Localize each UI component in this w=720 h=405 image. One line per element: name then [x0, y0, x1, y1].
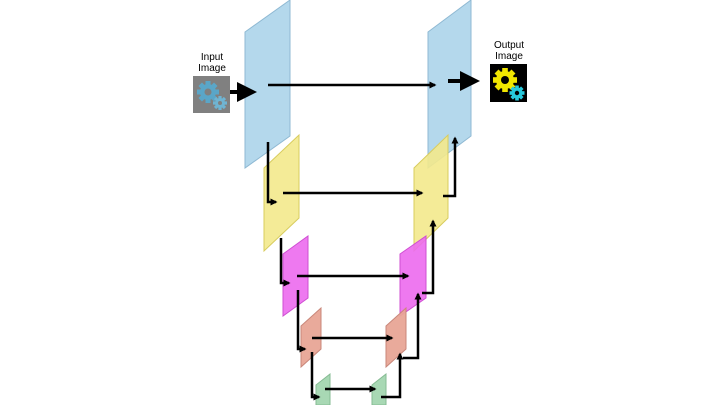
encoder-level1-block	[244, 0, 291, 169]
encoder-level3-block	[282, 235, 309, 317]
output-label-line1: Output	[494, 40, 524, 51]
output-label-line2: Image	[495, 51, 523, 62]
upsample-arrow-2	[403, 292, 422, 360]
upsample-arrow-4	[443, 136, 459, 198]
gear-icon	[493, 68, 525, 101]
upsample-arrow-3	[422, 219, 437, 295]
upsample-arrow-1	[381, 352, 404, 399]
input-label-line2: Image	[198, 63, 226, 74]
downsample-arrow-3	[296, 290, 307, 353]
decoder-level2-block	[413, 133, 449, 253]
decoder-level1-block	[427, 0, 472, 169]
output-image	[490, 64, 527, 102]
input-image	[193, 76, 230, 113]
input-label-line1: Input	[201, 52, 223, 63]
encoder-level2-block	[263, 133, 300, 253]
downsample-arrow-1	[266, 142, 278, 206]
downsample-arrow-4	[310, 352, 321, 401]
gear-icon	[197, 81, 227, 110]
decoder-level4-block	[385, 306, 407, 369]
downsample-arrow-2	[279, 238, 291, 287]
